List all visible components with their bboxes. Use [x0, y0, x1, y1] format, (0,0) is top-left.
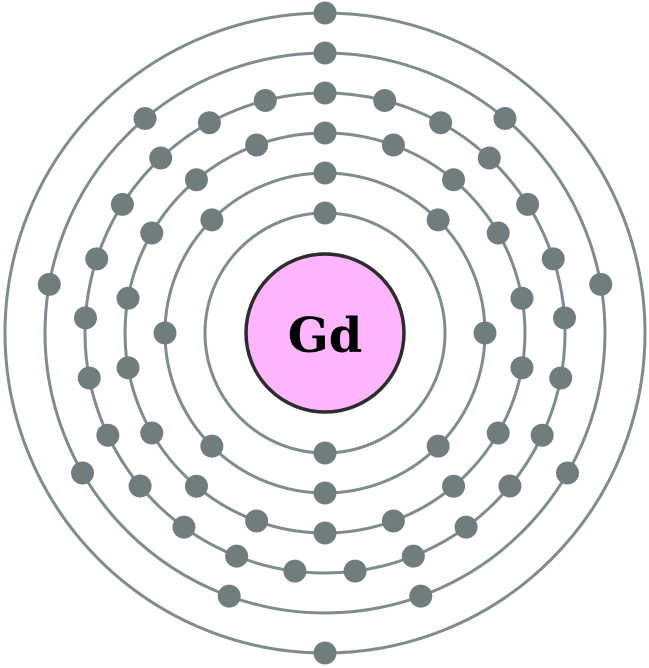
electron-shell-3-18 — [245, 133, 269, 157]
nucleus: Gd — [244, 252, 406, 414]
electron-shell-4-9 — [530, 423, 554, 447]
electron-shell-4-22 — [110, 192, 134, 216]
electron-shell-4-20 — [73, 306, 97, 330]
nucleus-circle — [244, 252, 406, 414]
electron-shell-3-4 — [486, 221, 510, 245]
electron-shell-6-1 — [313, 1, 337, 25]
electron-shell-3-8 — [442, 474, 466, 498]
electron-shell-4-7 — [553, 306, 577, 330]
electron-shell-4-10 — [498, 474, 522, 498]
electron-shell-5-5 — [409, 584, 433, 608]
electron-shell-4-13 — [343, 559, 367, 583]
electron-shell-3-13 — [140, 421, 164, 445]
electron-shell-4-19 — [77, 366, 101, 390]
electron-shell-2-5 — [313, 481, 337, 505]
electron-shell-4-12 — [401, 544, 425, 568]
electron-shell-5-2 — [493, 107, 517, 131]
electron-shell-2-6 — [200, 434, 224, 458]
electron-shell-1-1 — [313, 201, 337, 225]
electron-shell-4-16 — [172, 515, 196, 539]
electron-shell-3-16 — [140, 221, 164, 245]
electron-shell-4-17 — [128, 474, 152, 498]
electron-shell-3-7 — [486, 421, 510, 445]
electron-shell-4-3 — [429, 111, 453, 135]
electron-shell-5-7 — [71, 461, 95, 485]
electron-shell-2-8 — [200, 208, 224, 232]
electron-shell-3-5 — [510, 286, 534, 310]
electron-shell-4-21 — [85, 247, 109, 271]
electron-shell-3-6 — [510, 356, 534, 380]
electron-shell-3-11 — [245, 509, 269, 533]
electron-shell-2-4 — [426, 434, 450, 458]
electron-shell-6-2 — [313, 641, 337, 665]
electron-shell-4-15 — [225, 544, 249, 568]
electron-shell-3-14 — [116, 356, 140, 380]
electron-shell-1-2 — [313, 441, 337, 465]
electron-shell-3-12 — [184, 474, 208, 498]
electron-shell-3-10 — [313, 521, 337, 545]
electron-shell-4-4 — [477, 146, 501, 170]
electron-shell-4-5 — [516, 192, 540, 216]
electron-shell-3-15 — [116, 286, 140, 310]
electron-shell-4-24 — [197, 111, 221, 135]
electron-shell-2-2 — [426, 208, 450, 232]
electron-shell-4-2 — [373, 89, 397, 113]
electron-shell-5-6 — [217, 584, 241, 608]
electron-shell-5-4 — [555, 461, 579, 485]
electron-shell-4-11 — [454, 515, 478, 539]
electron-shell-3-3 — [442, 168, 466, 192]
electron-shell-4-8 — [549, 366, 573, 390]
electron-shell-3-17 — [184, 168, 208, 192]
electron-shell-4-14 — [283, 559, 307, 583]
electron-shell-5-9 — [133, 107, 157, 131]
electron-shell-3-2 — [381, 133, 405, 157]
electron-shell-3-1 — [313, 121, 337, 145]
electron-shell-4-18 — [96, 423, 120, 447]
electron-shell-4-23 — [149, 146, 173, 170]
electron-shell-4-6 — [541, 247, 565, 271]
electron-shell-2-7 — [153, 321, 177, 345]
electron-shell-5-3 — [589, 272, 613, 296]
electron-shell-2-3 — [473, 321, 497, 345]
electron-shell-4-25 — [253, 89, 277, 113]
electron-shell-3-9 — [381, 509, 405, 533]
element-symbol: Gd — [288, 308, 363, 364]
electron-shell-2-1 — [313, 161, 337, 185]
electron-shell-4-1 — [313, 81, 337, 105]
electron-shell-5-1 — [313, 41, 337, 65]
electrons — [37, 1, 613, 665]
electron-shell-5-8 — [37, 272, 61, 296]
